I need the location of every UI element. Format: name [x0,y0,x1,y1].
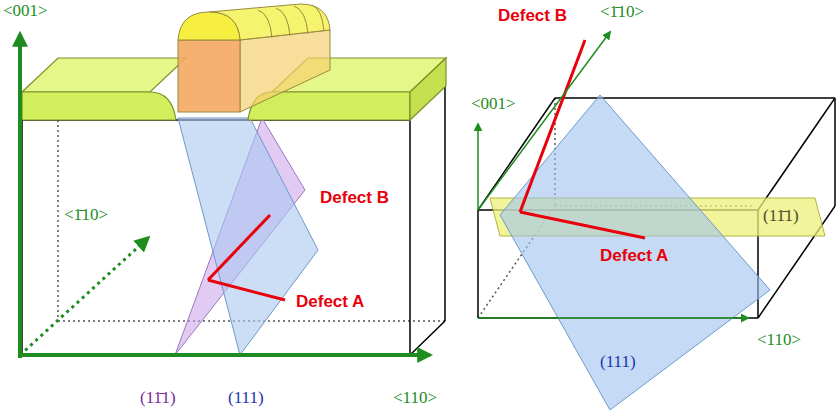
defect-line [208,280,285,300]
axis-label: <1̄10> [64,205,108,225]
gate-structure [178,4,330,112]
slab-top [22,58,186,92]
dome-rib [294,6,308,34]
axis-arrow [18,353,430,357]
box-edge [477,210,479,318]
block-edge [409,120,411,355]
axis-label: <110> [757,330,801,350]
box-edge [758,206,835,318]
defect-label: Defect B [320,188,389,208]
hidden-edge [57,120,59,321]
dome-rib [258,10,272,38]
plane-label: (111) [228,388,264,408]
slab-front [22,92,176,120]
axis-arrow [478,32,610,210]
plane-111 [500,95,770,410]
box-edge [834,98,836,206]
box-edge [758,98,835,210]
gate-dome-front [178,12,240,40]
plane-label: (11̄1) [140,388,176,408]
axis-arrow [20,238,148,355]
box-edge [478,317,758,319]
plane-label: (111) [600,352,636,372]
defect-label: Defect B [498,6,567,26]
defect-line [208,215,270,280]
axis-label: <001> [471,94,516,114]
slab-side [410,58,446,120]
axis-label: <001> [3,1,48,21]
axis-label: <1̄10> [600,2,644,22]
defect-label: Defect A [296,292,364,312]
axis-label: <110> [393,388,437,408]
gate-side [240,30,330,112]
plane-111 [178,118,318,355]
dome-rib [312,5,324,31]
block-edge [444,86,446,321]
substrate-block [22,86,445,355]
defect-label: Defect A [600,246,668,266]
block-edge [410,321,445,355]
axis-arrow [477,124,479,210]
defect-line [520,212,645,238]
defect-line [520,40,585,212]
dome-rib [276,8,290,36]
axis-arrow [18,34,22,358]
axis-arrow [478,317,748,319]
plane-label: (11̄1) [763,206,799,226]
gate-front [178,40,240,112]
